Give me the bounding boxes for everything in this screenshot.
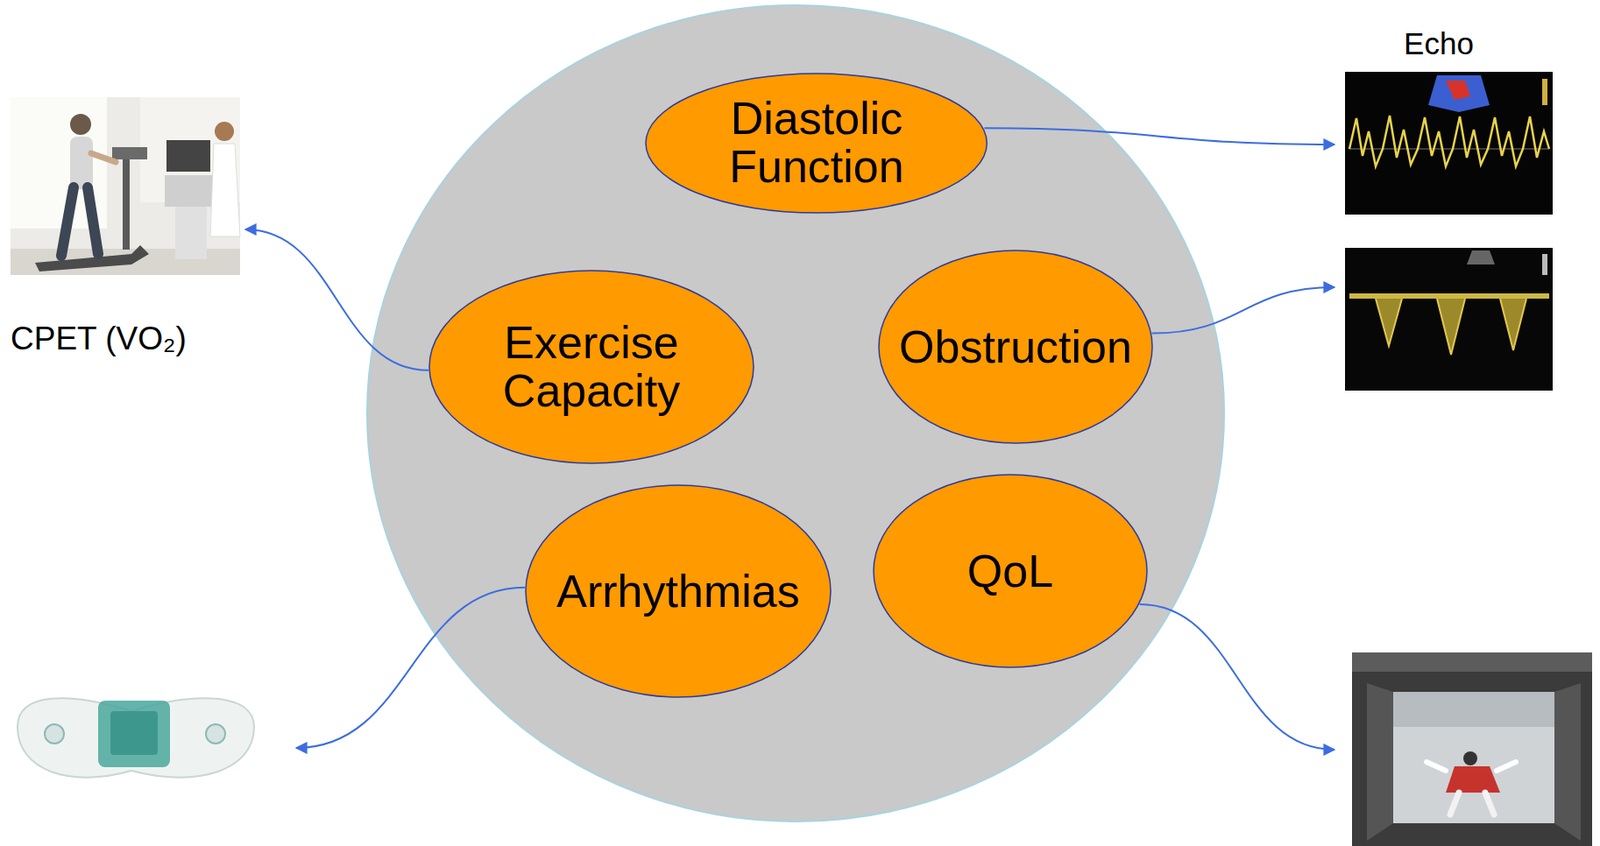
image-caption: CPET (VO₂): [10, 320, 187, 358]
leader-arrow: [296, 587, 525, 749]
topic-ellipse: Obstruction: [877, 249, 1154, 445]
text-holder: Obstruction: [877, 249, 1154, 445]
text-holder: Exercise Capacity: [428, 269, 755, 465]
topic-ellipse: QoL: [872, 474, 1148, 669]
leader-arrow: [245, 229, 429, 371]
echo-doppler-image: [1345, 71, 1553, 215]
ellipse-shape: [645, 73, 987, 213]
topic-circle: [367, 5, 1225, 822]
leader-arrow: [1151, 287, 1335, 334]
image-caption: Echo: [1403, 26, 1474, 62]
topic-label: Exercise Capacity: [490, 318, 693, 415]
topic-ellipse: Arrhythmias: [524, 484, 832, 699]
text-holder: QoL: [872, 474, 1148, 669]
ellipse-shape: [873, 474, 1147, 668]
cpet-photo: [10, 97, 241, 276]
ellipse-shape: [525, 485, 831, 698]
topic-ellipse: Diastolic Function: [644, 72, 988, 214]
skydiver-photo: [1352, 652, 1593, 846]
topic-label: Obstruction: [899, 323, 1133, 372]
ellipse-shape: [878, 250, 1153, 444]
leader-arrow: [984, 127, 1335, 145]
topic-label: QoL: [967, 547, 1054, 596]
text-holder: Diastolic Function: [644, 72, 988, 214]
ecg-patch: [17, 698, 255, 778]
topic-label: Arrhythmias: [556, 567, 800, 616]
topic-label: Diastolic Function: [715, 94, 918, 191]
topic-ellipse: Exercise Capacity: [428, 269, 755, 465]
echo-gradient-image: [1345, 247, 1553, 391]
leader-arrow: [1139, 604, 1335, 751]
ellipse-shape: [429, 270, 754, 464]
text-holder: Arrhythmias: [524, 484, 832, 699]
